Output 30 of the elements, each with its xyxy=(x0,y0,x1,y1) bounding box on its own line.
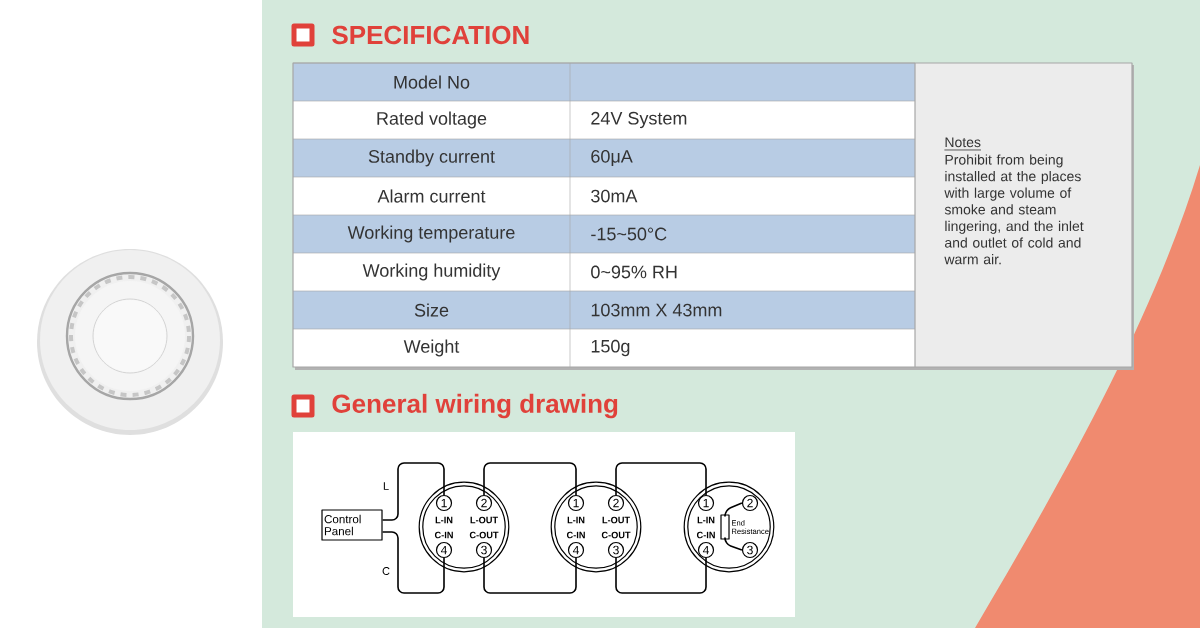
wire-label: L xyxy=(380,480,392,492)
wire xyxy=(381,531,445,594)
wire xyxy=(724,502,743,517)
table-cell-text: -15~50°C xyxy=(591,227,667,241)
wire xyxy=(381,462,445,521)
notes-text: Prohibit from being installed at the places with large volume of smoke and steam lingering, and the inlet and outlet of cold and warm air. xyxy=(944,154,1084,265)
table-cell-text: 150g xyxy=(591,339,630,357)
notes-heading: Notes xyxy=(944,137,982,151)
section-heading: General wiring drawing xyxy=(332,393,618,419)
table-cell-text: Working temperature xyxy=(347,225,515,243)
table-cell-text: Weight xyxy=(403,339,460,357)
control-panel-box: Control Panel xyxy=(321,509,383,541)
table-cell-text: 30mA xyxy=(591,189,638,203)
wire-label: C xyxy=(380,565,392,577)
table-cell-text: 0~95% RH xyxy=(591,265,677,279)
wire xyxy=(483,557,577,594)
table-cell-text: Size xyxy=(414,303,449,317)
wire xyxy=(724,537,743,551)
wire xyxy=(615,462,707,496)
table-cell-text: 24V System xyxy=(591,111,687,129)
table-cell-text: 60μA xyxy=(591,150,633,166)
section-heading: SPECIFICATION xyxy=(332,25,529,45)
table-cell-text: Standby current xyxy=(368,149,495,167)
table-cell-text: Working humidity xyxy=(362,263,501,281)
table-cell-text: Model No xyxy=(394,75,470,89)
table-cell-text: 103mm X 43mm xyxy=(591,303,722,317)
wire xyxy=(483,462,577,496)
table-cell-text: Alarm current xyxy=(377,189,486,203)
wire xyxy=(615,557,707,594)
table-cell-text: Rated voltage xyxy=(377,111,487,129)
